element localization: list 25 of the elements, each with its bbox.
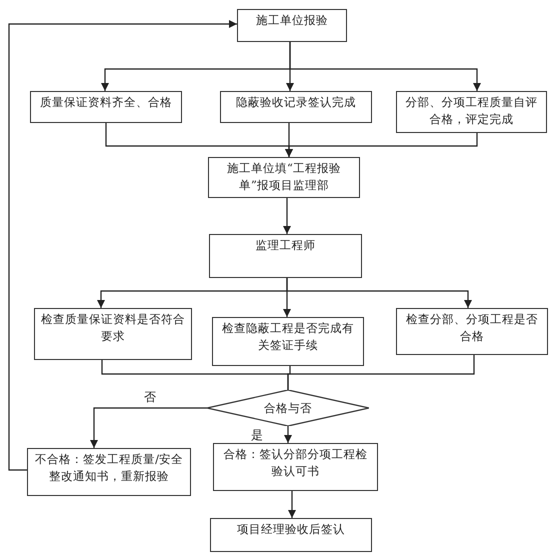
arrow bbox=[286, 278, 472, 308]
edge-label: 否 bbox=[142, 390, 158, 404]
edge-label: 是 bbox=[249, 428, 265, 442]
process-box: 施工单位填“工程报验单”报项目监理部 bbox=[208, 157, 360, 198]
decision-text: 合格与否 bbox=[264, 400, 312, 416]
decision-diamond bbox=[207, 390, 369, 426]
process-box: 不合格：签发工程质量/安全整改通知书，重新报验 bbox=[27, 448, 191, 496]
arrow bbox=[285, 133, 478, 157]
process-box: 检查分部、分项工程是否合格 bbox=[396, 308, 548, 355]
connector-line bbox=[287, 355, 475, 390]
arrow bbox=[288, 491, 296, 518]
arrow bbox=[8, 20, 237, 471]
process-box: 监理工程师 bbox=[209, 234, 362, 278]
process-box: 质量保证资料齐全、合格 bbox=[30, 91, 182, 123]
process-box: 项目经理验收后签认 bbox=[210, 518, 372, 552]
process-box: 分部、分项工程质量自评合格，评定完成 bbox=[396, 91, 547, 133]
arrow bbox=[283, 198, 291, 234]
process-box: 检查质量保证资料是否符合要求 bbox=[34, 308, 192, 360]
arrow bbox=[90, 407, 207, 448]
arrow bbox=[289, 42, 481, 91]
process-box: 检查隐蔽工程是否完成有关签证手续 bbox=[212, 317, 364, 366]
process-box: 合格：签认分部分项工程检验认可书 bbox=[213, 443, 378, 491]
process-box: 隐蔽验收记录签认完成 bbox=[220, 91, 372, 123]
process-box: 施工单位报验 bbox=[237, 9, 347, 42]
arrow bbox=[284, 426, 292, 443]
